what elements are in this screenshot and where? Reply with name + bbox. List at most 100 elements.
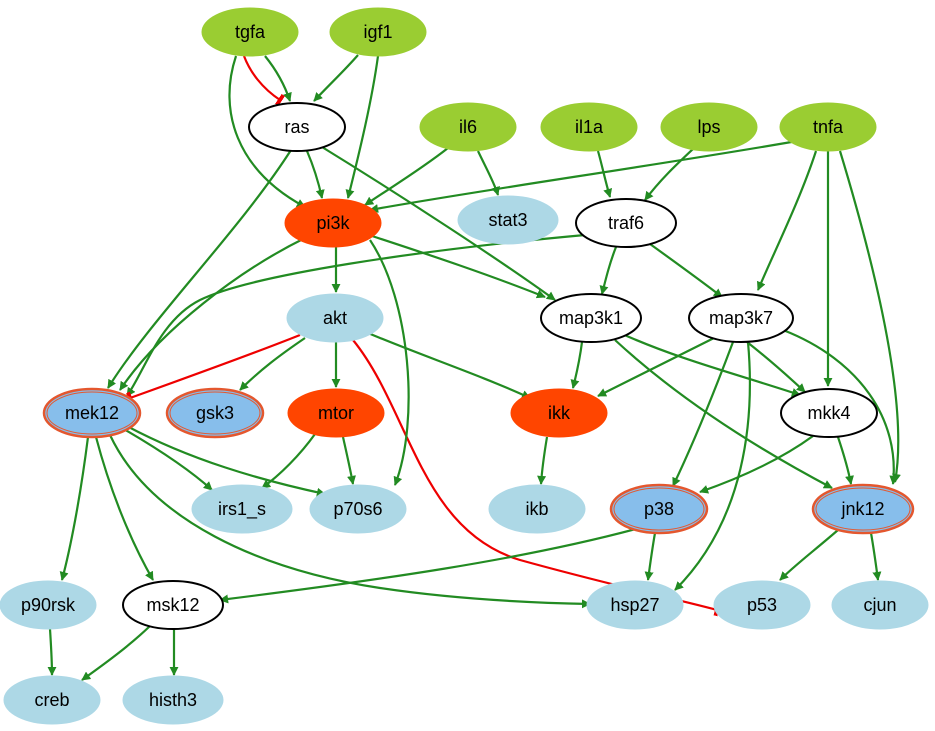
node-ikk-shape [510, 388, 608, 438]
node-il1a-label: il1a [575, 117, 604, 137]
node-akt-label: akt [323, 308, 347, 328]
node-mkk4-label: mkk4 [807, 403, 850, 423]
node-msk12-label: msk12 [146, 595, 199, 615]
node-akt[interactable]: akt [286, 293, 384, 343]
node-irs1_s[interactable]: irs1_s [191, 484, 293, 534]
node-ikk[interactable]: ikk [510, 388, 608, 438]
node-msk12-shape [122, 580, 224, 630]
edge-mek12-p70s6-activation [124, 424, 326, 497]
node-map3k7[interactable]: map3k7 [688, 293, 794, 343]
node-jnk12[interactable]: jnk12 [811, 483, 915, 535]
edge-tnfa-pi3k-activation [369, 138, 804, 213]
edge-il1a-traf6-activation [596, 150, 613, 198]
edge-p38-msk12-activation [219, 527, 637, 604]
node-pi3k[interactable]: pi3k [284, 198, 382, 248]
node-stat3-label: stat3 [488, 210, 527, 230]
node-ikk-label: ikk [548, 403, 571, 423]
edge-map3k1-jnk12-activation [614, 339, 833, 489]
node-p90rsk[interactable]: p90rsk [0, 580, 97, 630]
node-map3k7-shape [688, 293, 794, 343]
node-igf1-shape [329, 7, 427, 57]
node-mtor[interactable]: mtor [287, 388, 385, 438]
edge-map3k7-mkk4-activation [746, 341, 806, 393]
node-lps-label: lps [697, 117, 720, 137]
node-il6[interactable]: il6 [419, 102, 517, 152]
edge-map3k1-ikk-activation [570, 341, 584, 389]
node-il6-shape [419, 102, 517, 152]
edge-igf1-ras-activation [313, 54, 359, 102]
node-msk12[interactable]: msk12 [122, 580, 224, 630]
node-creb-shape [3, 675, 101, 725]
node-igf1[interactable]: igf1 [329, 7, 427, 57]
node-mek12-inner-ring [46, 391, 138, 435]
node-gsk3-shape [165, 387, 265, 439]
node-hsp27-label: hsp27 [610, 595, 659, 615]
node-cjun[interactable]: cjun [831, 580, 929, 630]
edge-map3k7-jnk12-activation [782, 328, 899, 485]
node-ikb-shape [488, 484, 586, 534]
node-hsp27[interactable]: hsp27 [586, 580, 684, 630]
edge-ikk-ikb-activation [537, 436, 549, 485]
node-gsk3-inner-ring [169, 391, 261, 435]
node-mkk4-shape [780, 388, 878, 438]
node-p70s6[interactable]: p70s6 [309, 484, 407, 534]
node-gsk3[interactable]: gsk3 [165, 387, 265, 439]
node-pi3k-label: pi3k [316, 213, 350, 233]
node-map3k7-label: map3k7 [709, 308, 773, 328]
node-mek12[interactable]: mek12 [42, 387, 142, 439]
edge-pi3k-p70s6-activation [369, 239, 410, 486]
edge-p38-hsp27-activation [644, 532, 657, 581]
node-p70s6-label: p70s6 [333, 499, 382, 519]
edge-msk12-creb-activation [81, 625, 151, 681]
edge-mek12-irs1_s-activation [121, 427, 213, 491]
node-p90rsk-shape [0, 580, 97, 630]
node-pi3k-shape [284, 198, 382, 248]
node-creb-label: creb [34, 690, 69, 710]
node-map3k1-label: map3k1 [559, 308, 623, 328]
node-histh3[interactable]: histh3 [122, 675, 224, 725]
node-jnk12-shape [811, 483, 915, 535]
node-tgfa[interactable]: tgfa [201, 7, 299, 57]
edge-jnk12-cjun-activation [869, 532, 882, 581]
edge-traf6-mek12-activation [126, 233, 586, 397]
edge-akt-mek12-inhibition [126, 333, 301, 405]
edge-akt-gsk3-activation [239, 337, 306, 391]
nodes-layer: tgfa igf1 ras il6 il1a lps tnfa pi3k stat3 traf6 a… [0, 7, 929, 725]
node-p53[interactable]: p53 [713, 580, 811, 630]
edge-tnfa-jnk12-activation [838, 150, 901, 483]
node-stat3[interactable]: stat3 [457, 195, 559, 245]
node-ras-shape [248, 102, 346, 152]
edge-tgfa-ras-inhibition [242, 55, 285, 107]
node-ras-label: ras [284, 117, 309, 137]
node-ras[interactable]: ras [248, 102, 346, 152]
edge-mtor-p70s6-activation [341, 436, 356, 485]
edge-map3k7-hsp27-activation [674, 341, 751, 591]
edge-traf6-map3k7-activation [649, 243, 723, 298]
node-mkk4[interactable]: mkk4 [780, 388, 878, 438]
node-tnfa[interactable]: tnfa [779, 102, 877, 152]
node-lps[interactable]: lps [660, 102, 758, 152]
node-traf6[interactable]: traf6 [575, 198, 677, 248]
node-ikb[interactable]: ikb [488, 484, 586, 534]
node-il1a[interactable]: il1a [540, 102, 638, 152]
edge-igf1-pi3k-activation [345, 55, 380, 199]
node-traf6-shape [575, 198, 677, 248]
node-lps-shape [660, 102, 758, 152]
node-tnfa-label: tnfa [813, 117, 844, 137]
node-stat3-shape [457, 195, 559, 245]
node-creb[interactable]: creb [3, 675, 101, 725]
edges-layer [47, 54, 901, 681]
edge-mkk4-jnk12-activation [836, 436, 854, 485]
node-histh3-shape [122, 675, 224, 725]
node-p38[interactable]: p38 [609, 483, 709, 535]
node-map3k1[interactable]: map3k1 [540, 293, 642, 343]
node-histh3-label: histh3 [149, 690, 197, 710]
node-traf6-label: traf6 [608, 213, 644, 233]
node-tgfa-label: tgfa [235, 22, 266, 42]
node-irs1_s-shape [191, 484, 293, 534]
node-il1a-shape [540, 102, 638, 152]
node-p90rsk-label: p90rsk [21, 595, 76, 615]
edge-mkk4-p38-activation [699, 435, 814, 494]
node-mtor-shape [287, 388, 385, 438]
